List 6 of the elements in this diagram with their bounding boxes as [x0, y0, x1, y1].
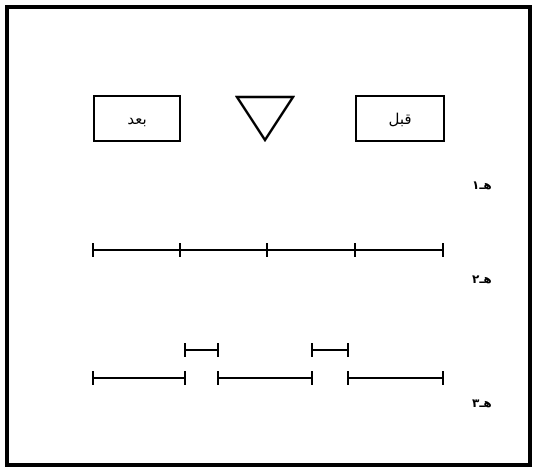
row-label: هـ٣ — [472, 396, 492, 410]
triangle-symbol — [235, 95, 295, 142]
text-box: بعد — [93, 95, 181, 142]
row-label: هـ٢ — [472, 272, 492, 286]
text-box: قبل — [355, 95, 445, 142]
row-label: هـ١ — [472, 178, 492, 192]
